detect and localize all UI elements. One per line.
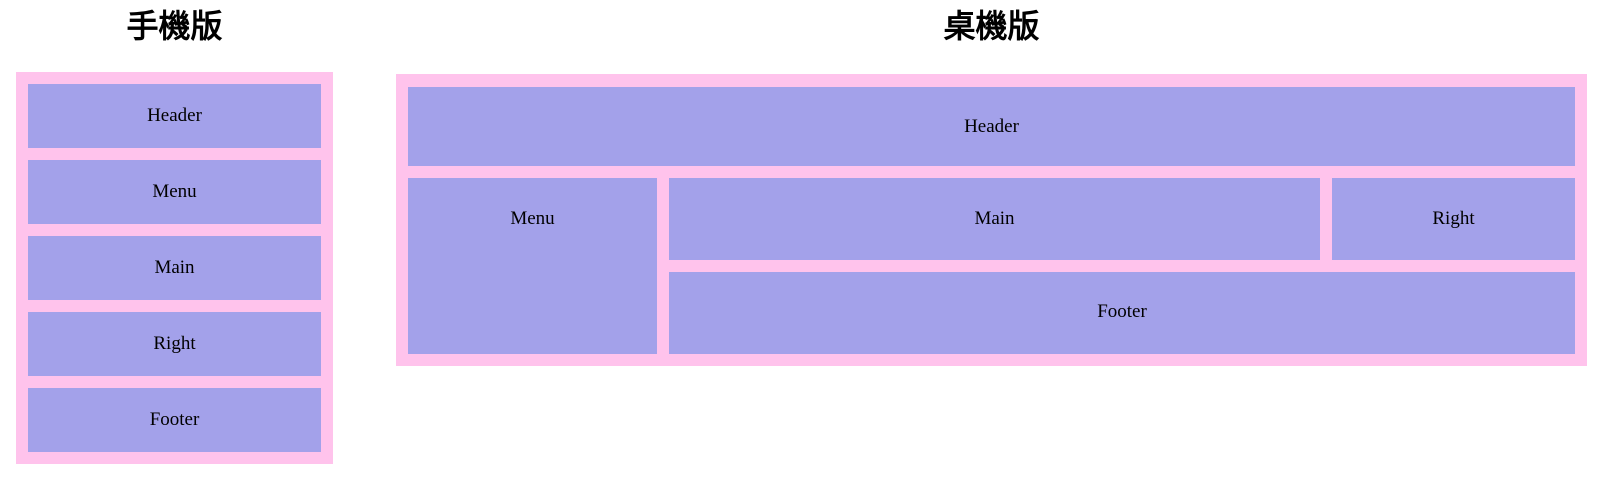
mobile-footer-box: Footer	[28, 388, 321, 452]
desktop-main-box: Main	[669, 178, 1320, 260]
desktop-footer-box: Footer	[669, 272, 1575, 354]
mobile-main-box: Main	[28, 236, 321, 300]
desktop-right-box: Right	[1332, 178, 1575, 260]
desktop-header-box: Header	[408, 87, 1575, 166]
mobile-menu-box: Menu	[28, 160, 321, 224]
mobile-right-box: Right	[28, 312, 321, 376]
mobile-header-box: Header	[28, 84, 321, 148]
desktop-menu-box: Menu	[408, 178, 657, 354]
mobile-panel-title: 手機版	[126, 8, 223, 44]
mobile-layout-container: Header Menu Main Right Footer	[16, 72, 333, 464]
desktop-layout-container: Header Menu Main Right Footer	[396, 74, 1587, 366]
desktop-panel-title: 桌機版	[943, 8, 1040, 44]
